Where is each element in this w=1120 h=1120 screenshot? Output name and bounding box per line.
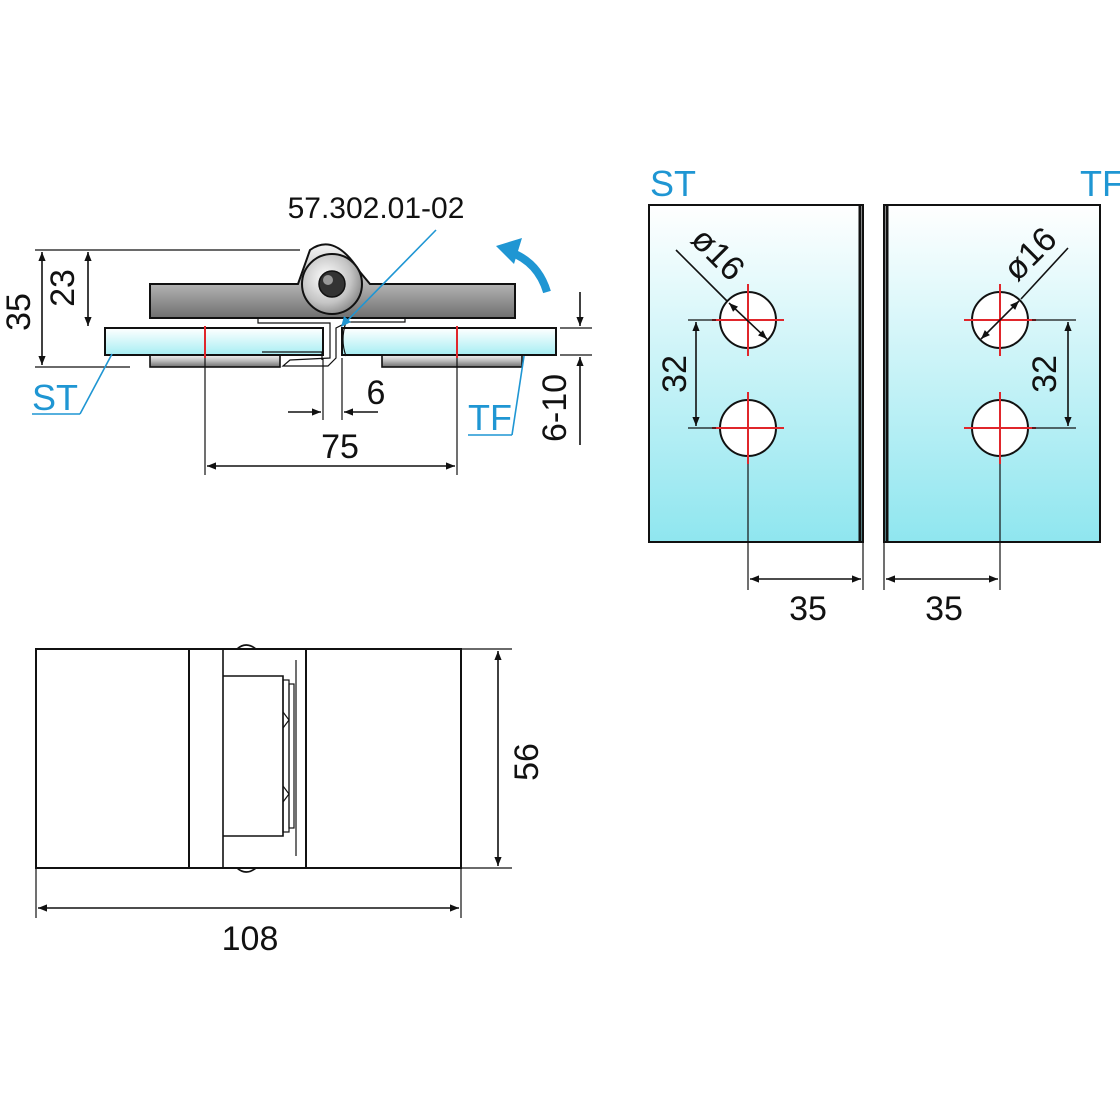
- side-view: 35 23 6 75 6-10 57.302.01-02 ST TF: [0, 192, 592, 475]
- dim-total-height: 35: [0, 293, 38, 331]
- dim-hinge-width: 108: [222, 920, 279, 958]
- lower-clamp-left: [149, 354, 281, 368]
- edge-distance-st: 35: [789, 590, 827, 628]
- hinge-pin: [318, 270, 346, 298]
- dim-upper-height: 23: [44, 269, 82, 307]
- edge-distance-tf: 35: [925, 590, 963, 628]
- dim-hole-spacing: 75: [321, 428, 359, 466]
- panel-label-tf: TF: [1080, 163, 1120, 204]
- glass-left-section: [104, 327, 324, 356]
- side-label-st: ST: [32, 377, 78, 418]
- glass-panels-view: ST TF ø16 ø16: [648, 163, 1120, 628]
- seal-channel: [222, 649, 284, 868]
- top-view: 56 108: [35, 644, 546, 958]
- dim-glass-thickness: 6-10: [536, 374, 574, 442]
- glass-panel-tf: [883, 204, 1101, 543]
- side-label-tf: TF: [468, 397, 512, 438]
- dim-hinge-height: 56: [508, 743, 546, 781]
- dim-gap: 6: [367, 374, 386, 412]
- part-number-label: 57.302.01-02: [288, 192, 465, 225]
- seal-profile: [257, 318, 406, 367]
- panel-label-st: ST: [650, 163, 696, 204]
- hole-spacing-tf: 32: [1026, 355, 1064, 393]
- glass-panel-st: [648, 204, 864, 543]
- glass-right-section: [341, 327, 557, 356]
- hinge-outline: [35, 648, 462, 869]
- lower-clamp-right: [381, 354, 523, 368]
- hole-tf-lower: [964, 392, 1036, 464]
- hole-spacing-st: 32: [656, 355, 694, 393]
- hole-st-lower: [712, 392, 784, 464]
